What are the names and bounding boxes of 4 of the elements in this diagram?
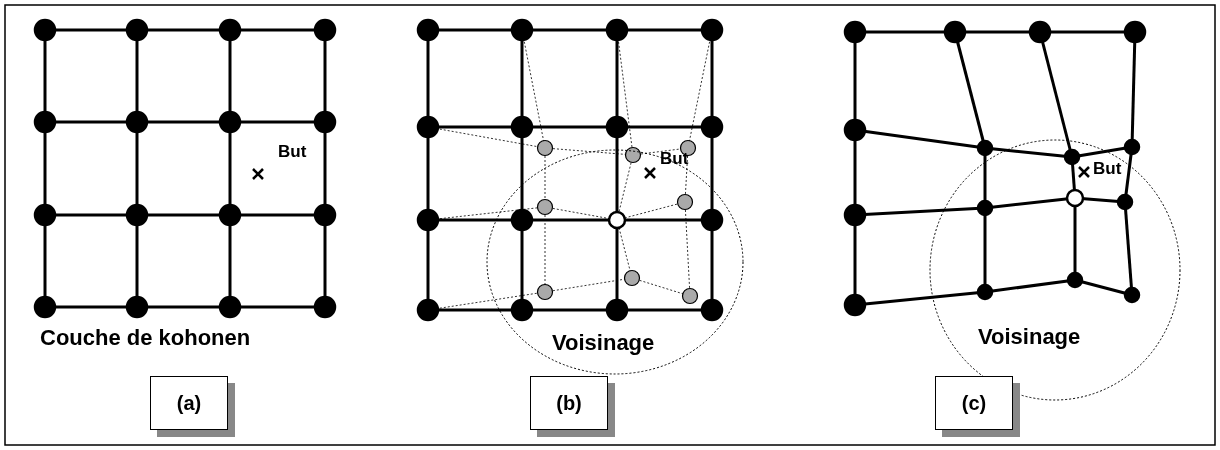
- target-label: But: [1093, 160, 1122, 177]
- target-label: But: [660, 150, 689, 167]
- layer-label: Couche de kohonen: [40, 327, 251, 349]
- target-label: But: [278, 143, 307, 160]
